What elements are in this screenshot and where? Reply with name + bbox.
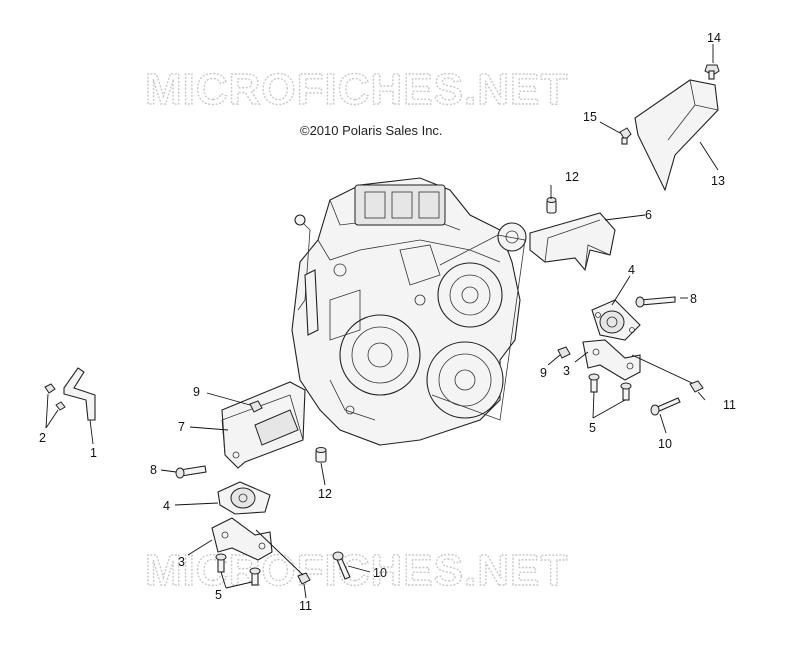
callout-4-right: 4 <box>628 263 635 277</box>
callout-6: 6 <box>645 208 652 222</box>
callout-9-right: 9 <box>540 366 547 380</box>
nut-part-9-left <box>249 400 263 413</box>
callout-12-bottom: 12 <box>318 487 332 501</box>
watermark-top: MICROFICHES.NET <box>145 65 568 114</box>
bracket-part-3-right <box>582 339 641 381</box>
stud-part-12-left <box>315 447 327 463</box>
nut-part-11-right <box>689 380 704 393</box>
bracket-part-7 <box>221 381 306 469</box>
callout-10-right: 10 <box>658 437 672 451</box>
bolt-part-8-right <box>635 296 676 308</box>
callout-11-left: 11 <box>299 599 312 613</box>
bolt-part-5-right-a <box>588 373 600 393</box>
bolt-part-5-right-b <box>620 382 632 401</box>
callout-15: 15 <box>583 110 597 124</box>
callout-7: 7 <box>178 420 185 434</box>
bracket-part-3-left <box>211 517 273 561</box>
callout-5-right: 5 <box>589 421 596 435</box>
callout-4-left: 4 <box>163 499 170 513</box>
callout-3-left: 3 <box>178 555 185 569</box>
bolt-part-15 <box>619 127 632 145</box>
callout-13: 13 <box>711 174 725 188</box>
engine-mount-part-4-left <box>217 481 271 515</box>
stud-part-12-right <box>546 197 557 214</box>
engine-mount-part-4-right <box>591 299 641 341</box>
callout-1: 1 <box>90 446 97 460</box>
watermark-bottom: MICROFICHES.NET <box>145 546 568 595</box>
engine-illustration <box>291 177 527 446</box>
nut-part-11-left <box>297 572 311 585</box>
bolt-part-5-left-b <box>249 567 261 586</box>
callout-8-left: 8 <box>150 463 157 477</box>
bolt-part-10-left <box>332 551 351 580</box>
bracket-part-1 <box>63 367 96 421</box>
bracket-part-6 <box>529 212 616 272</box>
callout-12-top: 12 <box>565 170 579 184</box>
callout-11-right: 11 <box>723 398 736 412</box>
bolt-part-8-left <box>175 465 207 479</box>
callout-3-right: 3 <box>563 364 570 378</box>
callout-2: 2 <box>39 431 46 445</box>
callout-5-left: 5 <box>215 588 222 602</box>
callout-9-left: 9 <box>193 385 200 399</box>
bolt-part-5-left-a <box>215 553 227 573</box>
callout-8-right: 8 <box>690 292 697 306</box>
bolt-part-2-b <box>55 401 66 411</box>
callout-10-left: 10 <box>373 566 387 580</box>
nut-part-9-right <box>557 346 571 359</box>
copyright-notice: ©2010 Polaris Sales Inc. <box>300 123 443 138</box>
bolt-part-2-a <box>44 383 56 394</box>
callout-14: 14 <box>707 31 721 45</box>
cover-part-13 <box>634 79 719 192</box>
bolt-part-10-right <box>650 397 681 416</box>
bolt-part-14 <box>704 64 720 80</box>
leader-lines <box>45 44 719 599</box>
